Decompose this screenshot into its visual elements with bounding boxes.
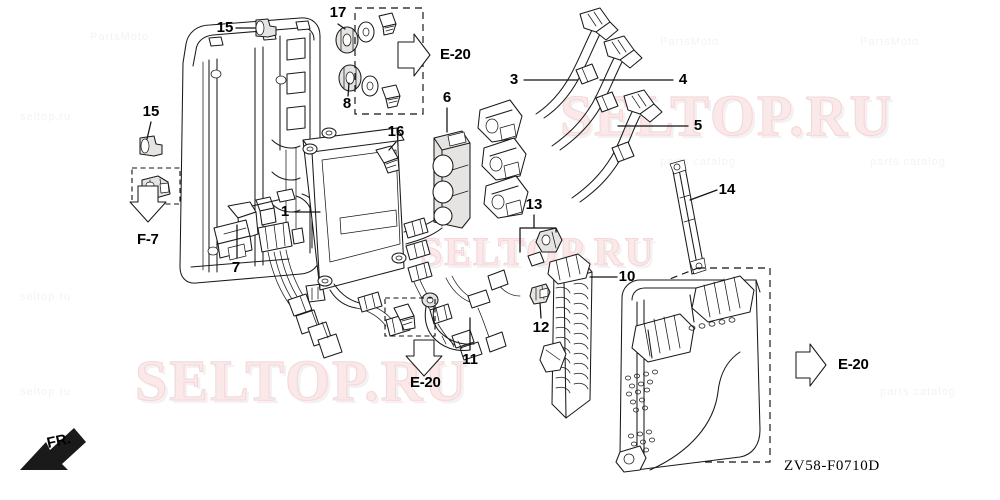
- sheet-id-label: ZV58-F0710D: [784, 458, 880, 474]
- part-number-1[interactable]: 1: [281, 203, 289, 220]
- part-number-4[interactable]: 4: [679, 71, 688, 88]
- callout-e20-bottom-label[interactable]: E-20: [410, 374, 441, 391]
- part-number-10[interactable]: 10: [619, 268, 636, 285]
- callout-f7-label[interactable]: F-7: [137, 231, 159, 248]
- callout-arrows: [129, 33, 827, 387]
- part-16-flange-bolt[interactable]: [375, 145, 400, 174]
- e20-top-reference-box[interactable]: [354, 7, 424, 115]
- part-15-grommet-upper[interactable]: [255, 18, 277, 38]
- part-13-grommet-pair[interactable]: [527, 227, 563, 267]
- part-number-13[interactable]: 13: [526, 196, 543, 213]
- part-number-6[interactable]: 6: [443, 89, 451, 106]
- part-11-ground-wire[interactable]: [421, 292, 475, 351]
- part-number-11[interactable]: 11: [462, 351, 478, 368]
- part-1-engine-control-unit[interactable]: [302, 127, 407, 291]
- part-number-15[interactable]: 15: [143, 103, 160, 120]
- part-5-ignition-wire[interactable]: [483, 89, 663, 219]
- part-12-wire-clip[interactable]: [529, 283, 551, 305]
- front-direction-marker: FR.: [20, 428, 86, 470]
- callout-labels: E-20F-7E-20E-20: [137, 46, 869, 391]
- e20-right-reference-panel[interactable]: [615, 267, 771, 473]
- part-7-ecu-mounting-bracket[interactable]: [179, 17, 326, 303]
- e20-bottom-reference-box[interactable]: [384, 297, 436, 337]
- callout-e20-top-label[interactable]: E-20: [440, 46, 471, 63]
- callout-e20-right-label[interactable]: E-20: [838, 356, 869, 373]
- part-3-ignition-wire[interactable]: [477, 7, 619, 143]
- leader-lines: [146, 23, 718, 351]
- part-4-ignition-wire[interactable]: [481, 35, 643, 181]
- part-number-8[interactable]: 8: [343, 95, 351, 112]
- part-number-15[interactable]: 15: [217, 19, 234, 36]
- part-15-grommet-lower[interactable]: [139, 135, 163, 157]
- part-8-rubber-mount[interactable]: [338, 64, 379, 97]
- part-number-7[interactable]: 7: [232, 259, 240, 276]
- part-number-12[interactable]: 12: [533, 319, 550, 336]
- part-17-rubber-mount[interactable]: [335, 21, 375, 54]
- part-6-coil-grommet-holder[interactable]: [432, 130, 471, 229]
- part-number-14[interactable]: 14: [719, 181, 736, 198]
- part-number-3[interactable]: 3: [510, 71, 518, 88]
- part-number-5[interactable]: 5: [694, 117, 702, 134]
- front-direction-label: FR.: [45, 430, 72, 452]
- part-10-harness-clamp-rail[interactable]: [539, 253, 593, 419]
- part-number-17[interactable]: 17: [330, 4, 347, 21]
- part-number-16[interactable]: 16: [388, 123, 405, 140]
